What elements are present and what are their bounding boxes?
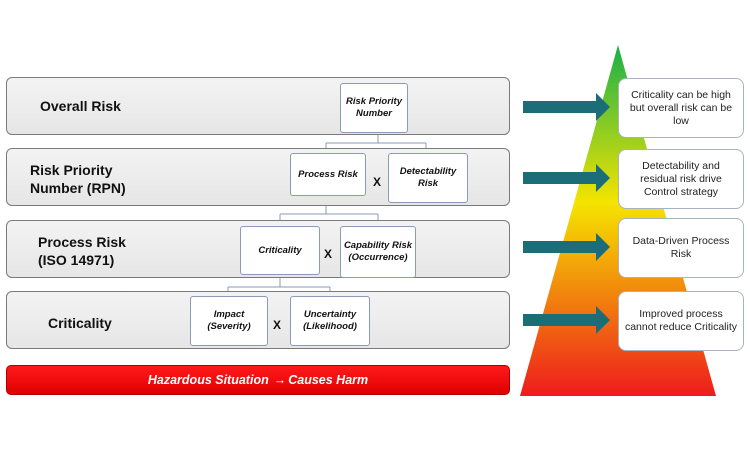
arrow-3 [523,233,610,261]
level-label-overall-risk: Overall Risk [40,98,121,114]
band-overall-risk [6,77,510,135]
level-label-rpn: Risk Priority Number (RPN) [30,162,126,196]
level-label-process-risk: Process Risk (ISO 14971) [38,234,126,268]
hazard-text: Hazardous Situation [147,373,269,387]
multiply-symbol: X [373,175,382,189]
hazard-result: Causes Harm [288,373,369,387]
box-uncertainty: Uncertainty (Likelihood) [290,296,370,346]
callout-2: Detectability and residual risk drive Co… [618,149,744,209]
arrow-1 [523,93,610,121]
multiply-symbol: X [324,247,333,261]
callout-1: Criticality can be high but overall risk… [618,78,744,138]
arrow-2 [523,164,610,192]
arrow-4 [523,306,610,334]
box-criticality: Criticality [240,226,320,275]
callout-3: Data-Driven Process Risk [618,218,744,278]
box-process-risk: Process Risk [290,153,366,196]
callout-4: Improved process cannot reduce Criticali… [618,291,744,351]
hazard-bar: Hazardous Situation → Causes Harm [6,365,510,395]
level-label-criticality: Criticality [48,315,112,331]
multiply-symbol: X [273,318,282,332]
box-detectability-risk: Detectability Risk [388,153,468,203]
box-rpn: Risk Priority Number [340,83,408,133]
arrow-right-icon: → [273,373,287,387]
arrows [523,93,610,334]
box-capability-risk: Capability Risk (Occurrence) [340,226,416,278]
box-impact: Impact (Severity) [190,296,268,346]
